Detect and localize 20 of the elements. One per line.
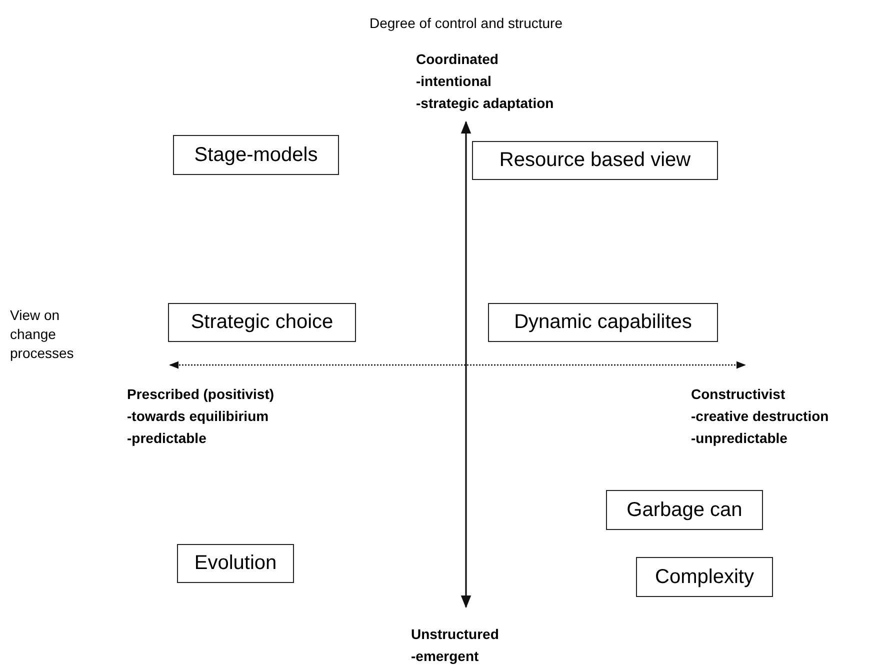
- concept-box: Dynamic capabilites: [488, 303, 718, 342]
- concept-box: Complexity: [636, 557, 773, 597]
- concept-box: Stage-models: [173, 135, 339, 175]
- axis-pole-label: -predictable: [127, 429, 206, 448]
- axis-pole-label: -towards equilibirium: [127, 407, 269, 426]
- axis-pole-label: -unpredictable: [691, 429, 788, 448]
- concept-box: Garbage can: [606, 490, 763, 530]
- axis-pole-label: -creative destruction: [691, 407, 829, 426]
- concept-box: Evolution: [177, 544, 294, 583]
- axis-pole-label: Prescribed (positivist): [127, 385, 274, 404]
- concept-box: Strategic choice: [168, 303, 356, 342]
- axis-pole-label: -emergent: [411, 647, 479, 666]
- concept-box: Resource based view: [472, 141, 718, 180]
- axis-pole-label: -strategic adaptation: [416, 94, 554, 113]
- axis-pole-label: Constructivist: [691, 385, 786, 404]
- axis-pole-label: Unstructured: [411, 625, 499, 644]
- axis-pole-label: Coordinated: [416, 50, 498, 69]
- axis-title: View on change processes: [10, 306, 75, 363]
- axis-pole-label: -intentional: [416, 72, 492, 91]
- axis-title: Degree of control and structure: [370, 14, 562, 33]
